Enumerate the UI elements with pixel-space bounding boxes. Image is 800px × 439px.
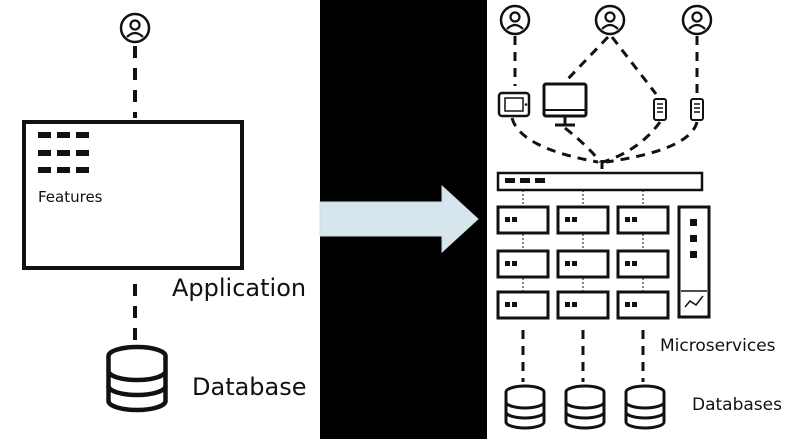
- user-icon-1: [499, 4, 531, 36]
- user-icon-2: [594, 4, 626, 36]
- phone-icon-1: [653, 98, 667, 121]
- application-box: [22, 120, 244, 270]
- phone-icon-2: [690, 98, 704, 121]
- device-gateway-connectors: [510, 117, 699, 172]
- features-label: Features: [38, 188, 103, 206]
- monolith-user-icon: [119, 12, 151, 44]
- database-icon-1: [504, 384, 546, 430]
- application-label: Application: [172, 274, 307, 302]
- database-icon-2: [564, 384, 606, 430]
- monolith-database-icon: [109, 347, 166, 410]
- service-grid: [496, 205, 670, 320]
- service-db-connectors: [521, 330, 645, 382]
- features-grid: [38, 132, 89, 173]
- user-device-connectors: [513, 35, 699, 95]
- user-icon-3: [681, 4, 713, 36]
- monitor-icon: [542, 82, 588, 127]
- transition-arrow-icon: [319, 184, 479, 254]
- gateway-service-connectors: [522, 190, 644, 291]
- tablet-icon: [497, 91, 531, 118]
- server-rack-icon: [677, 205, 711, 319]
- database-label: Database: [192, 373, 307, 401]
- database-icon-3: [624, 384, 666, 430]
- microservices-label: Microservices: [660, 336, 776, 356]
- api-gateway-bar: [496, 171, 704, 192]
- databases-label: Databases: [692, 395, 782, 415]
